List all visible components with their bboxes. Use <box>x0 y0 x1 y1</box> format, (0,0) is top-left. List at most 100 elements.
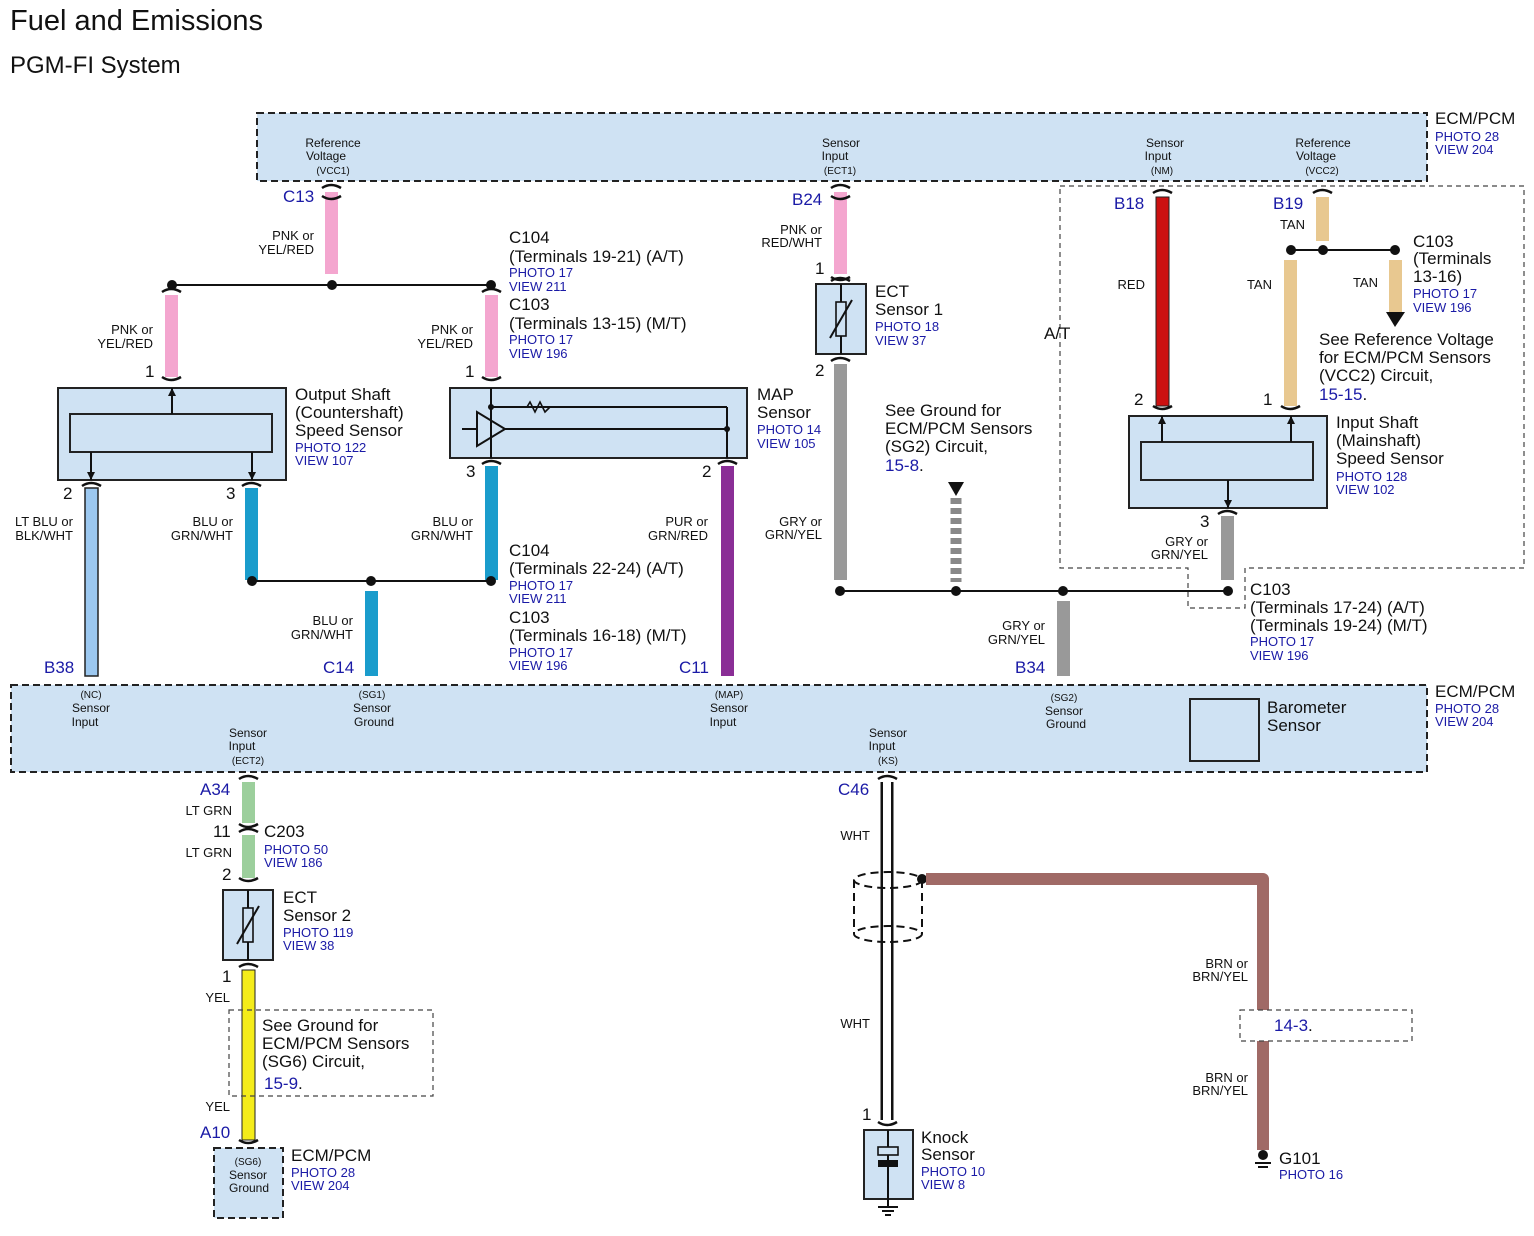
wire-label-map-blu-l1: BLU or <box>433 514 474 529</box>
wire-sg2-gray <box>1057 601 1070 676</box>
ect2-label-2: Sensor 2 <box>283 906 351 925</box>
wire-label-ect1-l2: RED/WHT <box>761 235 822 250</box>
wire-label-ltgrn-1: LT GRN <box>186 803 232 818</box>
iss-pin-1: 1 <box>1263 390 1272 409</box>
wire-sg1-blue <box>365 591 378 676</box>
ecm-pcm-top-box <box>256 112 1428 182</box>
pin-b38: B38 <box>44 658 74 677</box>
wire-vcc2-ref-tan <box>1389 260 1402 312</box>
junction-dot <box>724 426 730 432</box>
junction-dot <box>488 404 494 410</box>
g101-note-link[interactable]: 14-3 <box>1274 1016 1308 1035</box>
wire-ect1-gray <box>834 364 847 580</box>
iss-view: VIEW 102 <box>1336 482 1395 497</box>
c203-photo: PHOTO 50 <box>264 842 328 857</box>
svg-text:14-3.: 14-3. <box>1274 1016 1313 1035</box>
wire-label-tan-2: TAN <box>1247 277 1272 292</box>
term-ect2-code: (ECT2) <box>232 756 264 767</box>
term-sg1-l1: Sensor <box>353 701 391 715</box>
wire-label-sg1-l1: BLU or <box>313 613 354 628</box>
note-sg2: See Ground for ECM/PCM Sensors (SG2) Cir… <box>885 401 1032 475</box>
g101-note-period: . <box>1308 1016 1313 1035</box>
svg-text:15-15.: 15-15. <box>1319 385 1367 404</box>
c103c-view: VIEW 196 <box>1413 300 1472 315</box>
wire-label-sg2-l2: GRN/YEL <box>988 632 1045 647</box>
ecm-sg6-name: ECM/PCM <box>291 1146 371 1165</box>
c103c-photo: PHOTO 17 <box>1413 286 1477 301</box>
map-label-2: Sensor <box>757 403 811 422</box>
vcc2-note-link[interactable]: 15-15 <box>1319 385 1362 404</box>
c103c-name: C103 <box>1413 232 1454 251</box>
term-nc-code: (NC) <box>80 690 101 701</box>
junction-dot <box>486 576 496 586</box>
c104a-terms: (Terminals 19-21) (A/T) <box>509 247 684 266</box>
junction-dot <box>835 586 845 596</box>
oss-label-3: Speed Sensor <box>295 421 403 440</box>
pin-c11: C11 <box>679 658 709 677</box>
term-vcc2-l2: Voltage <box>1296 149 1336 163</box>
wire-label-ect1-l1: PNK or <box>780 222 823 237</box>
ect1-thermistor-arrow <box>829 299 853 339</box>
term-vcc1-code: (VCC1) <box>316 166 349 177</box>
term-vcc2-code: (VCC2) <box>1305 166 1338 177</box>
ect2-pin-2: 2 <box>222 865 231 884</box>
wire-vcc1-pink <box>325 192 338 274</box>
knock-label-2: Sensor <box>921 1145 975 1164</box>
pin-a34: A34 <box>200 780 230 799</box>
connector-c103-sg2: C103 (Terminals 17-24) (A/T) (Terminals … <box>1250 580 1428 663</box>
g101-name: G101 <box>1279 1149 1321 1168</box>
sg6-l1: Sensor <box>229 1168 267 1182</box>
sg2-note-link[interactable]: 15-8 <box>885 456 919 475</box>
barometer-sensor <box>1189 698 1260 762</box>
wire-label-red: RED <box>1118 277 1145 292</box>
ecm-top-photo: PHOTO 28 <box>1435 129 1499 144</box>
wire-nm-red <box>1155 196 1170 407</box>
note-sg6-box <box>228 1009 434 1097</box>
wire-label-ect1-gry-l1: GRY or <box>779 514 823 529</box>
junction-dot <box>167 280 177 290</box>
oss-pin-3: 3 <box>226 484 235 503</box>
g101-ground-icon <box>1255 1150 1271 1168</box>
arrow <box>248 472 256 480</box>
wire-map-purple <box>721 466 734 676</box>
c103a-photo: PHOTO 17 <box>509 332 573 347</box>
wire-map-vcc-pink <box>485 295 498 377</box>
wire-label-ltgrn-2: LT GRN <box>186 845 232 860</box>
term-ect2-l1: Sensor <box>229 726 267 740</box>
knock-element <box>878 1160 898 1167</box>
oss-label-1: Output Shaft <box>295 385 391 404</box>
map-view: VIEW 105 <box>757 436 816 451</box>
note-g101-box <box>1239 1009 1413 1042</box>
ecm-bottom-photo: PHOTO 28 <box>1435 701 1499 716</box>
knock-label-1: Knock <box>921 1128 969 1147</box>
ecm-bottom-name: ECM/PCM <box>1435 682 1515 701</box>
term-ect1-code: (ECT1) <box>824 166 856 177</box>
pin-b19: B19 <box>1273 194 1303 213</box>
junction-dot <box>1390 245 1400 255</box>
wire-label-map-vcc-l2: YEL/RED <box>417 336 473 351</box>
wire-label-oss-blu-l1: BLU or <box>193 514 234 529</box>
wire-label-ltblu-l2: BLK/WHT <box>15 528 73 543</box>
wire-label-wht-1: WHT <box>840 828 870 843</box>
ecm-top-name: ECM/PCM <box>1435 109 1515 128</box>
term-ks-code: (KS) <box>878 756 898 767</box>
ground-icon <box>878 1199 898 1216</box>
c103a-name: C103 <box>509 295 550 314</box>
note-vcc2: See Reference Voltage for ECM/PCM Sensor… <box>1319 330 1494 404</box>
term-sg2-l1: Sensor <box>1045 704 1083 718</box>
at-region-label: A/T <box>1044 324 1070 343</box>
c104a-name: C104 <box>509 228 550 247</box>
wire-iss-tan <box>1284 260 1297 406</box>
at-region-outline <box>1059 185 1525 609</box>
junction-dot <box>486 280 496 290</box>
wire-label-sg1-l2: GRN/WHT <box>291 627 353 642</box>
sg6-note-link[interactable]: 15-9 <box>264 1074 298 1093</box>
wire-label-map-blu-l2: GRN/WHT <box>411 528 473 543</box>
c103d-name: C103 <box>1250 580 1291 599</box>
wire-label-oss-blu-l2: GRN/WHT <box>171 528 233 543</box>
sg2-ref-arrow-icon <box>948 482 964 496</box>
term-sg2-code: (SG2) <box>1051 693 1078 704</box>
term-ect1-l1: Sensor <box>822 136 860 150</box>
pin-c14: C14 <box>323 658 354 677</box>
wire-ect2-ltgreen-2 <box>242 835 255 878</box>
